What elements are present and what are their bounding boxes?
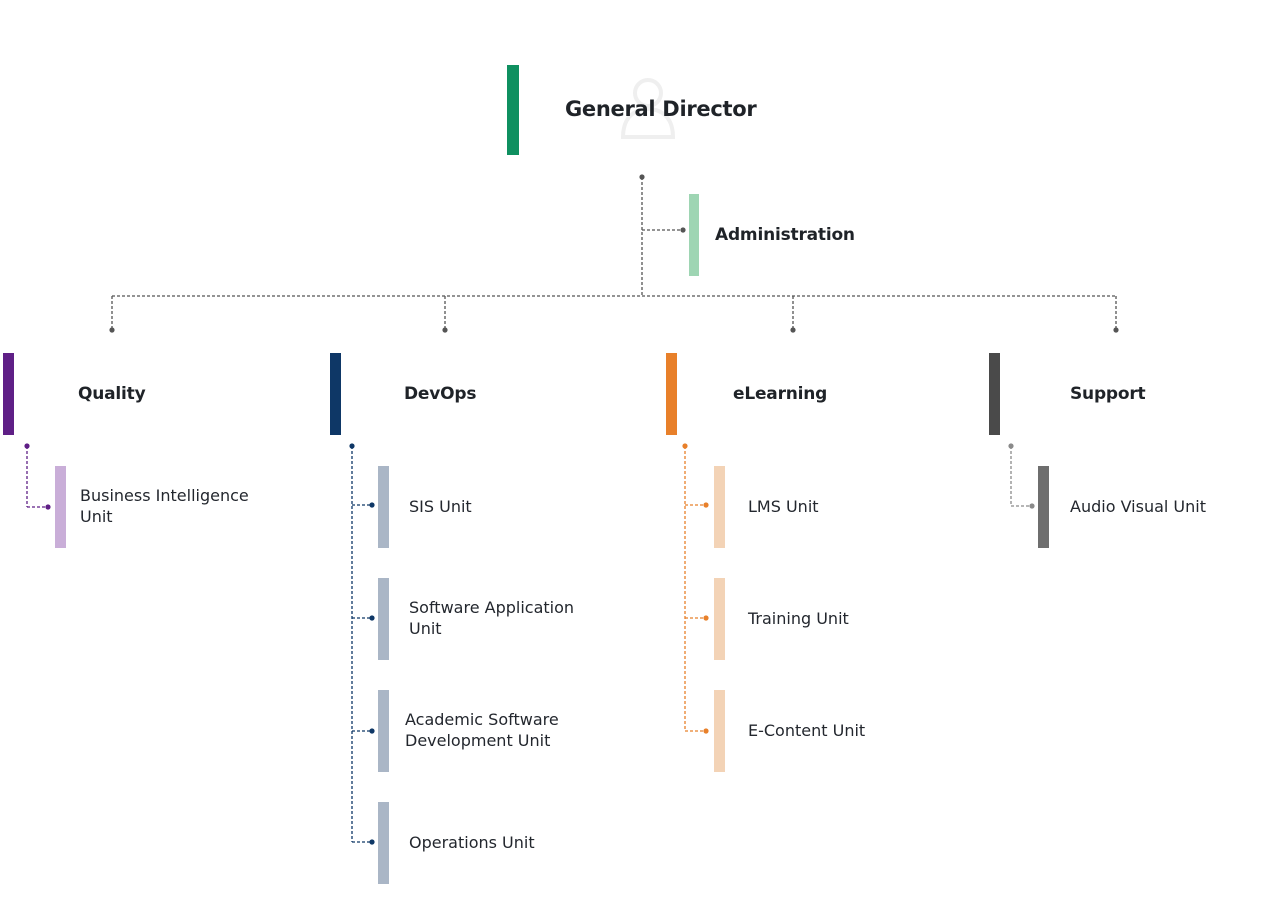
unit-lms-node: LMS Unit xyxy=(714,466,934,552)
unit-academic-software-development-label: Academic Software Development Unit xyxy=(405,710,559,750)
unit-connector-dot xyxy=(369,502,375,508)
department-elearning-node: eLearning xyxy=(666,353,906,439)
unit-accent-bar xyxy=(55,466,66,548)
unit-academic-software-development-node: Academic Software Development Unit xyxy=(378,690,606,776)
general-director-accent-bar xyxy=(507,65,519,155)
unit-accent-bar xyxy=(714,578,725,660)
department-devops-label: DevOps xyxy=(404,383,477,404)
department-devops-node: DevOps xyxy=(330,353,570,439)
department-connector-dot xyxy=(442,327,448,333)
unit-connector-dot xyxy=(369,615,375,621)
department-connector-dot xyxy=(109,327,115,333)
administration-accent-bar xyxy=(689,194,699,276)
unit-accent-bar xyxy=(714,466,725,548)
unit-connector-dot xyxy=(369,728,375,734)
unit-connector-dot xyxy=(369,839,375,845)
department-quality-label: Quality xyxy=(78,383,146,404)
unit-e-content-node: E-Content Unit xyxy=(714,690,934,776)
quality-accent-bar xyxy=(3,353,14,435)
support-accent-bar xyxy=(989,353,1000,435)
department-elearning-label: eLearning xyxy=(733,383,828,404)
unit-group-connector-dot xyxy=(1008,443,1014,449)
general-director-label: General Director xyxy=(565,97,757,122)
unit-operations-label: Operations Unit xyxy=(409,832,535,852)
department-connector-dot xyxy=(790,327,796,333)
unit-audio-visual-label: Audio Visual Unit xyxy=(1070,496,1206,516)
unit-accent-bar xyxy=(378,690,389,772)
unit-software-application-node: Software Application Unit xyxy=(378,578,606,664)
administration-node: Administration xyxy=(689,194,889,280)
unit-connector-dot xyxy=(703,502,709,508)
department-quality-node: Quality xyxy=(3,353,243,439)
unit-audio-visual-node: Audio Visual Unit xyxy=(1038,466,1258,552)
unit-connector-dot xyxy=(703,728,709,734)
general-director-node: General Director xyxy=(507,65,769,159)
unit-group-connector-dot xyxy=(682,443,688,449)
unit-accent-bar xyxy=(714,690,725,772)
unit-accent-bar xyxy=(378,802,389,884)
unit-e-content-label: E-Content Unit xyxy=(748,720,866,740)
unit-group-connector-dot xyxy=(24,443,30,449)
unit-group-connector-dot xyxy=(349,443,355,449)
unit-sis-node: SIS Unit xyxy=(378,466,606,552)
unit-accent-bar xyxy=(378,578,389,660)
unit-connector-dot xyxy=(1029,503,1035,509)
unit-business-intelligence-node: Business Intelligence Unit xyxy=(55,466,283,552)
unit-training-node: Training Unit xyxy=(714,578,934,664)
unit-software-application-label: Software Application Unit xyxy=(409,598,575,638)
unit-accent-bar xyxy=(1038,466,1049,548)
unit-accent-bar xyxy=(378,466,389,548)
director-connector-dot xyxy=(639,174,645,180)
department-support-node: Support xyxy=(989,353,1229,439)
department-support-label: Support xyxy=(1070,383,1146,404)
administration-connector-dot xyxy=(680,227,686,233)
administration-label: Administration xyxy=(715,224,855,245)
unit-operations-node: Operations Unit xyxy=(378,802,606,888)
unit-sis-label: SIS Unit xyxy=(409,496,472,516)
unit-connector-dot xyxy=(703,615,709,621)
devops-accent-bar xyxy=(330,353,341,435)
user-icon xyxy=(620,78,676,139)
unit-lms-label: LMS Unit xyxy=(748,496,819,516)
department-connector-dot xyxy=(1113,327,1119,333)
unit-connector-dot xyxy=(45,504,51,510)
unit-business-intelligence-label: Business Intelligence Unit xyxy=(80,486,249,526)
elearning-accent-bar xyxy=(666,353,677,435)
unit-training-label: Training Unit xyxy=(748,608,849,628)
